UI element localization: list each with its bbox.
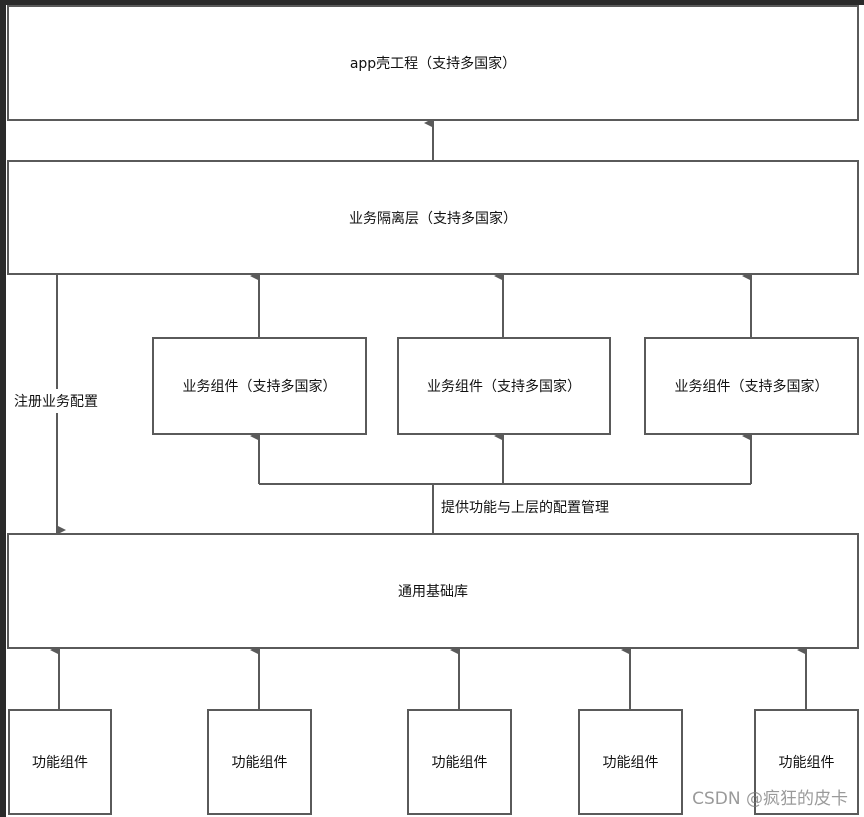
app-shell-node: app壳工程（支持多国家） [7,5,859,121]
biz-component-node: 业务组件（支持多国家） [397,337,611,435]
node-label: 功能组件 [231,755,288,771]
node-label: 业务隔离层（支持多国家） [349,210,517,227]
node-label: 业务组件（支持多国家） [674,379,829,395]
provide-config-label: 提供功能与上层的配置管理 [441,500,609,516]
function-component-node: 功能组件 [207,709,312,815]
function-component-node: 功能组件 [578,709,683,815]
biz-isolation-node: 业务隔离层（支持多国家） [7,160,859,275]
window-edge-left [0,0,6,817]
common-base-node: 通用基础库 [7,533,859,649]
node-label: 功能组件 [602,755,659,771]
node-label: 业务组件（支持多国家） [427,379,581,395]
biz-component-node: 业务组件（支持多国家） [152,337,367,435]
node-label: 功能组件 [431,755,488,771]
function-component-node: 功能组件 [407,709,512,815]
node-label: 功能组件 [32,755,88,771]
watermark: CSDN @疯狂的皮卡 [692,789,848,809]
window-edge-top [0,0,864,5]
node-label: 业务组件（支持多国家） [182,379,337,395]
register-config-label: 注册业务配置 [14,389,98,413]
biz-component-node: 业务组件（支持多国家） [644,337,859,435]
node-label: 功能组件 [778,755,835,771]
node-label: 通用基础库 [398,584,468,600]
function-component-node: 功能组件 [754,709,859,815]
node-label: app壳工程（支持多国家） [349,56,517,72]
function-component-node: 功能组件 [8,709,112,815]
